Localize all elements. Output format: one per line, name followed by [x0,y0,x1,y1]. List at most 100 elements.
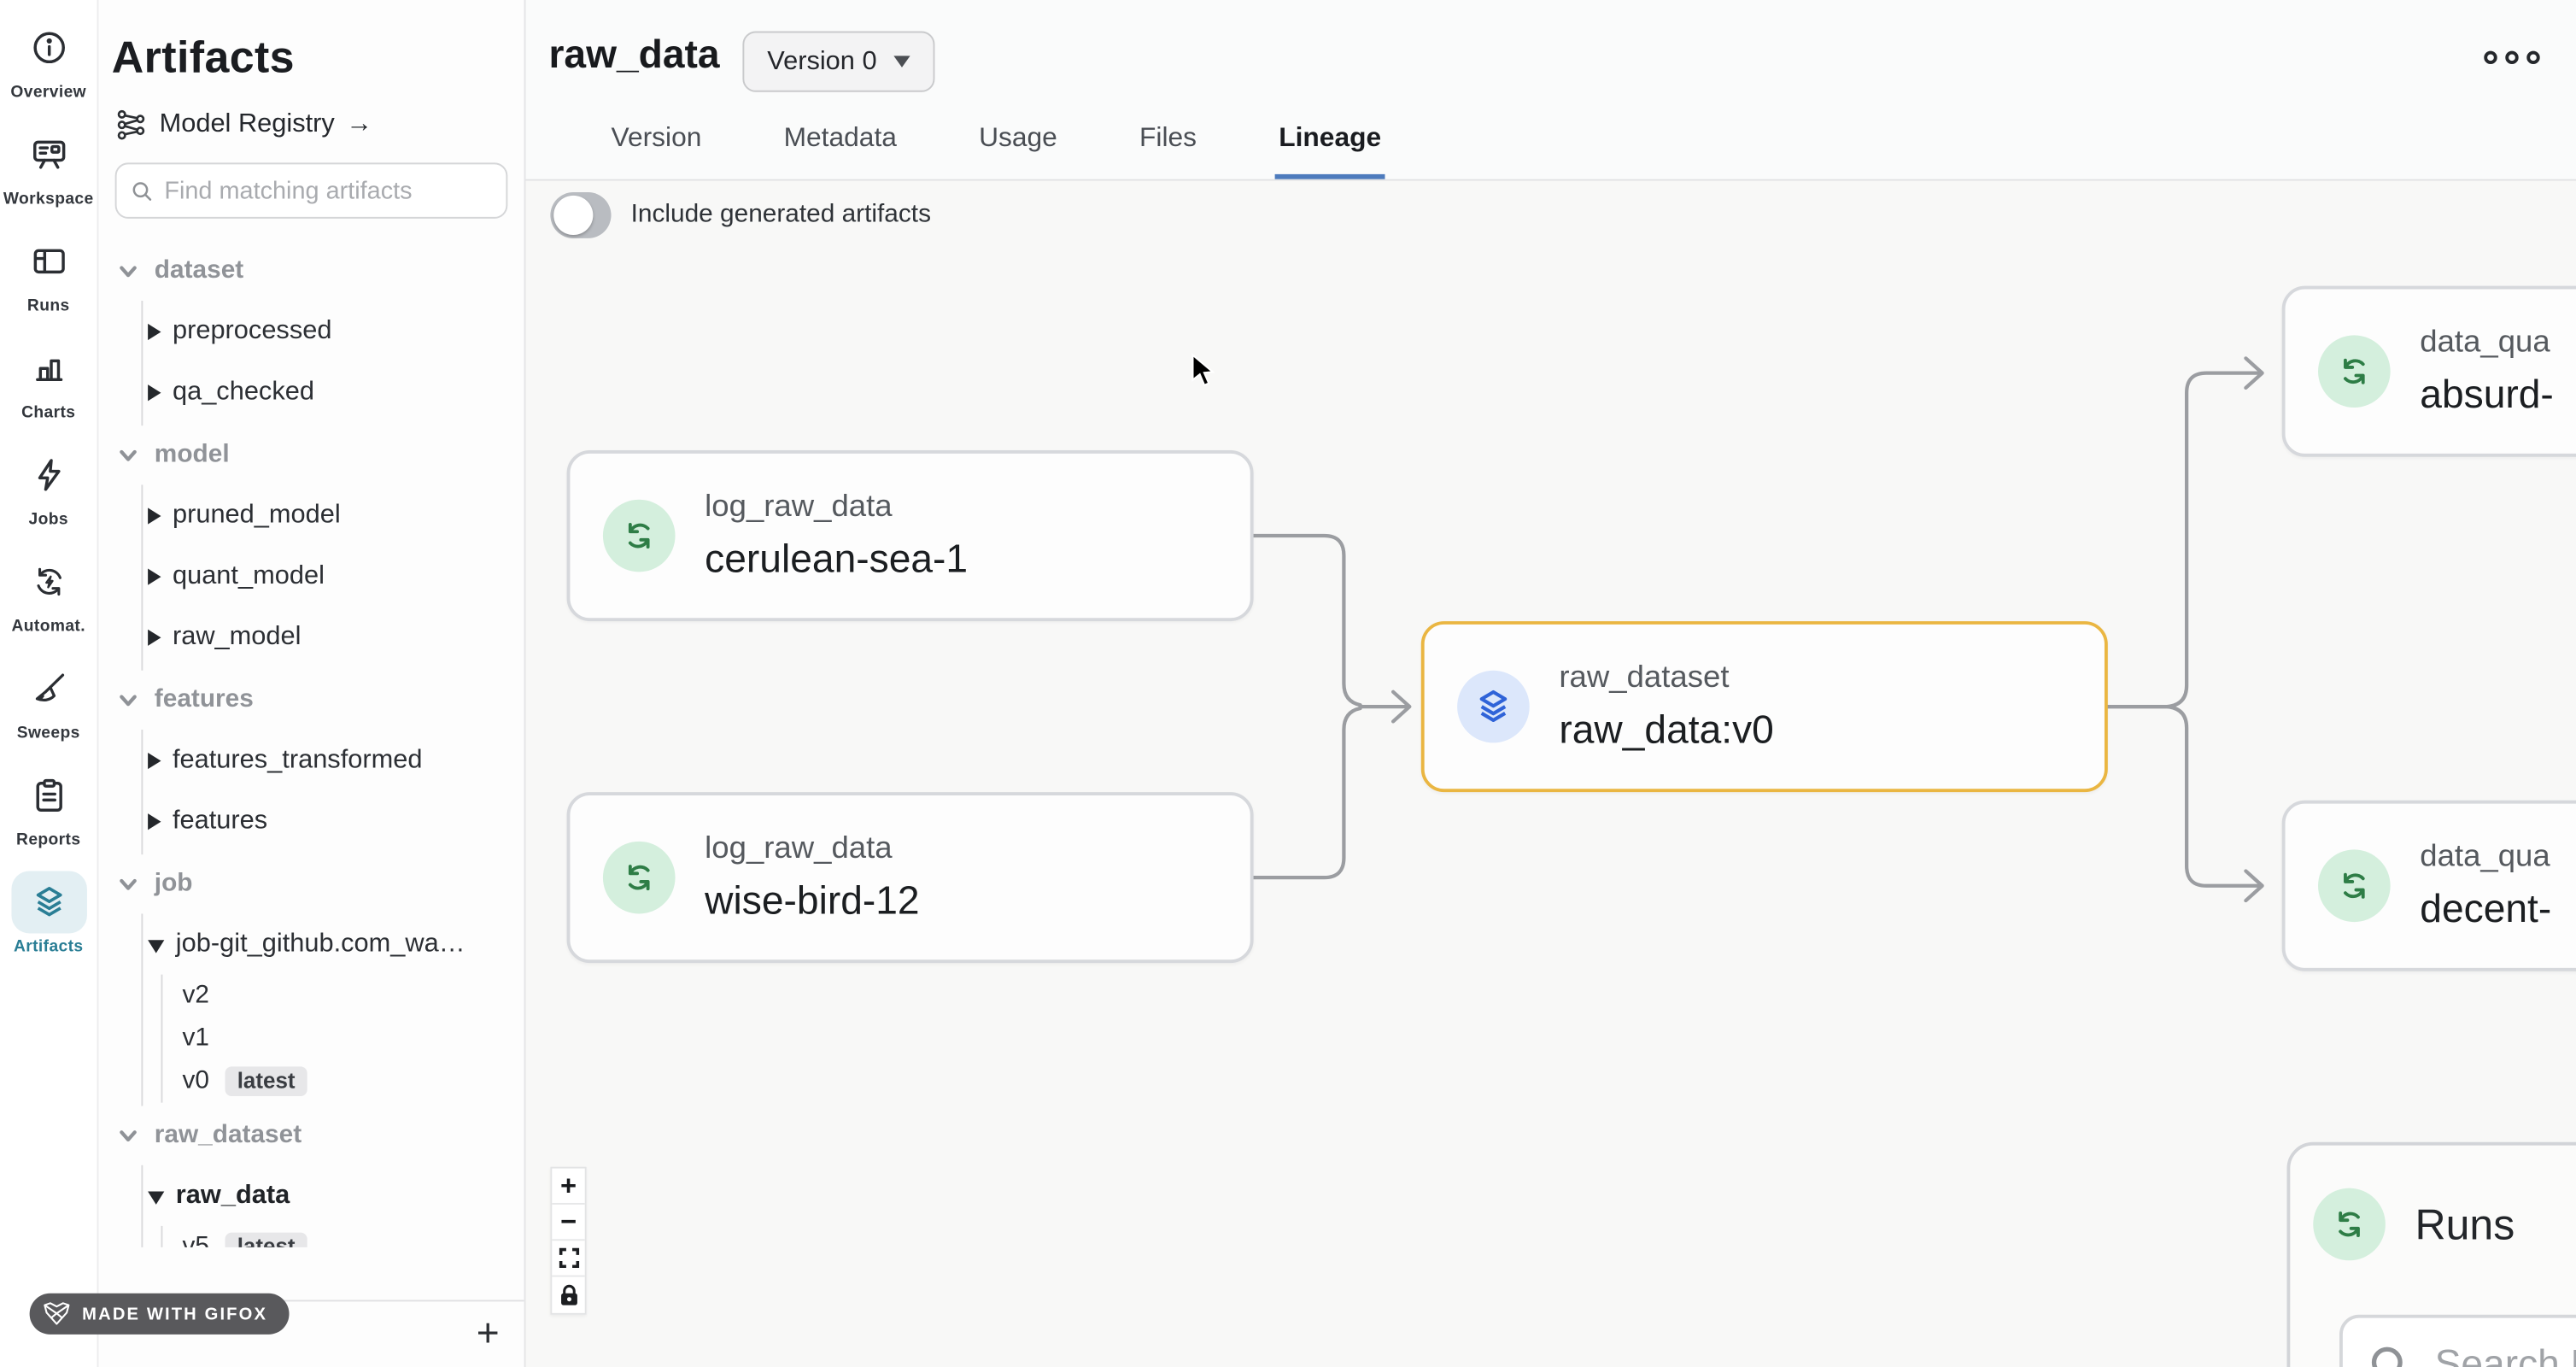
nav-item-automations[interactable]: Automat. [3,550,95,636]
ellipsis-icon [2526,50,2540,65]
zoom-out-button[interactable]: − [552,1205,585,1241]
ellipsis-icon [2484,50,2497,65]
chevron-down-icon [120,266,137,278]
gifox-badge: MADE WITH GIFOX [29,1293,290,1335]
tab-files[interactable]: Files [1139,123,1197,153]
layers-icon [35,887,61,917]
nav-item-workspace[interactable]: Workspace [3,123,95,208]
triangle-right-icon [148,751,161,769]
tree-item-expanded[interactable]: job-git_github.com_wa… [143,913,524,974]
tab-usage[interactable]: Usage [979,123,1057,153]
runs-search-input[interactable] [2434,1342,2576,1367]
nav-label: Workspace [3,191,94,209]
canvas-zoom-controls: + − [550,1166,587,1315]
tree-item[interactable]: features [143,790,524,851]
ellipsis-icon [2505,50,2519,65]
artifact-tabs: Version Metadata Usage Files Lineage [608,103,1461,179]
nav-item-sweeps[interactable]: Sweeps [3,657,95,742]
add-artifact-button[interactable]: + [476,1311,500,1356]
version-item[interactable]: v2 [182,981,210,1010]
automations-icon [36,567,61,596]
nav-item-charts[interactable]: Charts [3,337,95,422]
runs-search-box [2339,1314,2576,1367]
triangle-right-icon [148,813,161,830]
tree-section-header[interactable]: features [98,671,524,730]
caret-down-icon [893,56,910,67]
tree-section-header[interactable]: job [98,854,524,913]
gifox-label: MADE WITH GIFOX [82,1304,268,1324]
tree-section-header[interactable]: raw_dataset [98,1106,524,1165]
sidebar-title: Artifacts [111,32,295,83]
lock-button[interactable] [552,1277,584,1313]
include-generated-row: Include generated artifacts [550,192,931,238]
info-icon [32,32,65,64]
lineage-canvas[interactable]: Include generated artifacts log_raw_data… [525,180,2576,1367]
nav-label: Reports [16,831,81,850]
lineage-edges [1251,356,2264,903]
run-sync-icon [602,841,676,914]
artifact-tree: dataset preprocessed qa_checked model pr… [98,242,524,1247]
artifact-search-input[interactable] [164,176,492,205]
version-selector[interactable]: Version 0 [742,31,934,92]
runs-group-panel[interactable]: Runs [2286,1141,2576,1367]
tree-item[interactable]: features_transformed [143,730,524,790]
version-item[interactable]: v1 [182,1024,210,1053]
run-sync-icon [2318,335,2391,408]
nav-item-reports[interactable]: Reports [3,764,95,849]
runs-panel-title: Runs [2415,1199,2515,1248]
run-sync-icon [2313,1188,2386,1261]
tree-item[interactable]: qa_checked [143,361,524,422]
tree-section-header[interactable]: dataset [98,242,524,301]
include-generated-toggle[interactable] [550,192,612,238]
triangle-right-icon [148,507,161,524]
nav-item-jobs[interactable]: Jobs [3,443,95,529]
triangle-down-icon [148,939,165,953]
nav-item-runs[interactable]: Runs [3,230,95,315]
triangle-right-icon [148,628,161,645]
tree-item-expanded-selected[interactable]: raw_data [143,1165,524,1226]
chevron-down-icon [120,449,137,461]
nav-label: Charts [21,404,76,423]
search-icon [132,181,152,200]
tab-metadata[interactable]: Metadata [783,123,897,153]
nav-item-overview[interactable]: Overview [3,16,95,102]
clipboard-icon [35,778,61,813]
artifact-layers-icon [1457,670,1530,743]
tree-item[interactable]: quant_model [143,546,524,607]
tree-section-features: features features_transformed features [98,671,524,855]
tree-item[interactable]: preprocessed [143,301,524,361]
chevron-down-icon [120,695,137,707]
tree-section-header[interactable]: model [98,425,524,484]
triangle-right-icon [148,567,161,584]
model-registry-link[interactable]: Model Registry → [115,109,524,141]
tab-version[interactable]: Version [611,123,702,153]
triangle-down-icon [148,1190,165,1204]
run-sync-icon [602,499,676,572]
chevron-down-icon [120,1130,137,1142]
tree-item[interactable]: raw_model [143,607,524,667]
overflow-menu-button[interactable] [2484,50,2540,65]
runs-table-icon [32,249,64,274]
nav-rail: Overview Workspace Runs Charts Jobs Auto… [0,0,99,1367]
nav-label: Runs [26,297,70,316]
run-sync-icon [2318,849,2391,923]
search-icon [2371,1346,2403,1367]
fit-view-button[interactable] [552,1241,585,1277]
toggle-label: Include generated artifacts [630,200,931,229]
triangle-right-icon [148,322,161,340]
lightning-icon [37,459,60,491]
tab-lineage[interactable]: Lineage [1275,103,1385,179]
tree-item[interactable]: pruned_model [143,484,524,545]
zoom-in-button[interactable]: + [552,1169,585,1205]
nav-item-artifacts[interactable]: Artifacts [3,871,95,956]
tree-section-dataset: dataset preprocessed qa_checked [98,242,524,426]
artifact-header: raw_data Version 0 Version Metadata Usag… [525,0,2576,181]
